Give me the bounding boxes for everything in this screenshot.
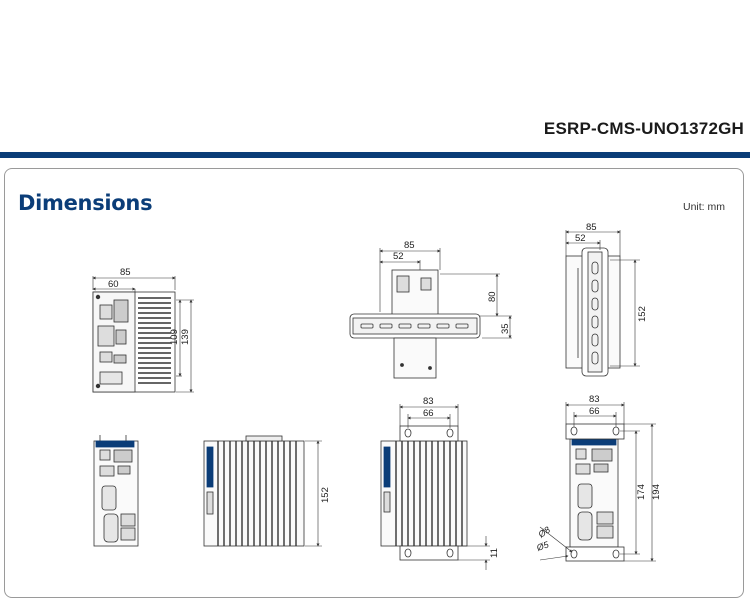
front-mount-drawing (565, 423, 625, 562)
din-side-width-inner-label: 52 (393, 251, 404, 262)
side-heatsink-drawing (203, 435, 305, 547)
din-side-height-upper-label: 80 (487, 291, 498, 302)
front-width-outer-label: 85 (120, 267, 131, 278)
side-heatsink-dimensions (305, 440, 322, 547)
front-mount-width-outer-label: 83 (589, 394, 600, 405)
din-side-dimensions (379, 248, 512, 339)
din-side-width-outer-label: 85 (404, 240, 415, 251)
front-mount-dimensions (539, 402, 656, 562)
rear-mount-foot-label: 11 (489, 548, 500, 558)
header-rule (0, 152, 750, 158)
front-view-drawing (92, 291, 176, 393)
front-mount-hole-small-label: Ø5 (534, 539, 551, 553)
din-side-rail-label: 35 (500, 323, 511, 334)
front-panel-drawing (93, 435, 139, 547)
rear-mount-dimensions (399, 404, 490, 570)
front-mount-height-inner-label: 174 (636, 484, 647, 500)
din-front-dimensions (565, 230, 640, 367)
din-front-width-outer-label: 85 (586, 222, 597, 233)
din-front-width-inner-label: 52 (575, 233, 586, 244)
model-title: ESRP-CMS-UNO1372GH (543, 119, 744, 138)
rear-mount-width-outer-label: 83 (423, 396, 434, 407)
front-height-inner-label: 109 (169, 329, 180, 345)
din-side-drawing (349, 269, 481, 379)
front-width-inner-label: 60 (108, 279, 119, 290)
din-front-height-label: 152 (637, 306, 648, 322)
din-front-drawing (565, 247, 621, 377)
front-view-dimensions (92, 276, 194, 393)
rear-mount-drawing (380, 425, 468, 561)
rear-mount-width-inner-label: 66 (423, 408, 434, 419)
front-mount-height-outer-label: 194 (651, 484, 662, 500)
unit-label: Unit: mm (683, 201, 725, 213)
front-height-outer-label: 139 (180, 329, 191, 345)
front-mount-hole-large-label: Ø8 (536, 525, 552, 541)
front-mount-width-inner-label: 66 (589, 406, 600, 417)
side-heatsink-height-label: 152 (320, 487, 331, 503)
section-heading: Dimensions (18, 191, 153, 215)
